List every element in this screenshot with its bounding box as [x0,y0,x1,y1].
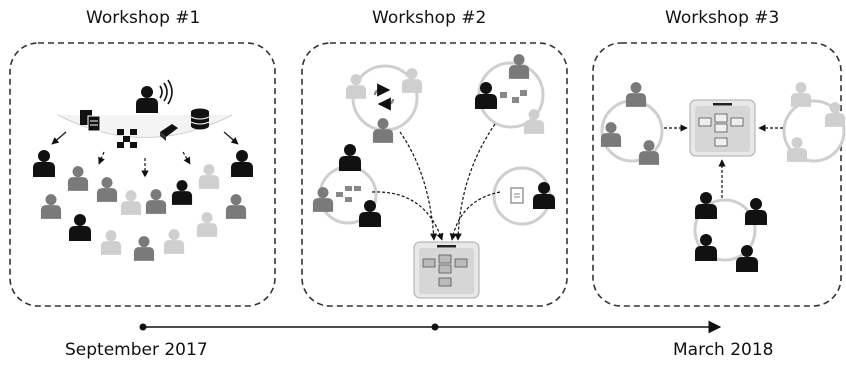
person-icon [69,214,91,241]
workshop-1-title: Workshop #1 [86,8,201,28]
person-icon [508,54,530,79]
workshop-3-content [600,82,846,272]
presenter-person-icon [136,86,158,113]
workshop-1-content [33,79,253,261]
timeline [139,320,722,334]
workshop-1-panel [9,42,276,307]
speaker-icon [159,79,173,105]
person-icon [198,164,220,189]
workshop-3-title: Workshop #3 [665,8,780,28]
documents-icon [80,110,101,132]
board-icon [689,99,756,157]
workshop-2-title: Workshop #2 [372,8,487,28]
person-icon [163,229,185,254]
person-icon [96,177,118,202]
workshop-3-panel [592,42,842,307]
timeline-end-label: March 2018 [673,340,774,360]
person-icon [790,82,812,107]
workshop-2-panel [301,42,568,307]
person-icon [171,180,193,205]
person-icon [100,230,122,255]
person-icon [133,236,155,261]
network-icon [117,129,137,148]
timeline-mid-dot [431,323,439,331]
person-icon [695,192,717,219]
document-icon [510,187,524,204]
person-icon [339,144,361,171]
person-icon [745,198,767,225]
person-icon [67,166,89,191]
board-icon [413,241,480,299]
person-icon [225,194,247,219]
person-icon [196,212,218,237]
network-icon [500,90,527,103]
cycle-icon [373,83,395,111]
flowchart-icon [336,186,361,202]
timeline-start-dot [139,323,147,331]
person-icon [625,82,647,107]
presentation-arc [57,114,233,138]
person-icon [231,150,253,177]
timeline-start-label: September 2017 [65,340,208,360]
person-icon [33,150,55,177]
database-icon [190,108,210,130]
book-icon [160,124,178,141]
workshop-2-content [312,54,555,299]
person-icon [40,194,62,219]
